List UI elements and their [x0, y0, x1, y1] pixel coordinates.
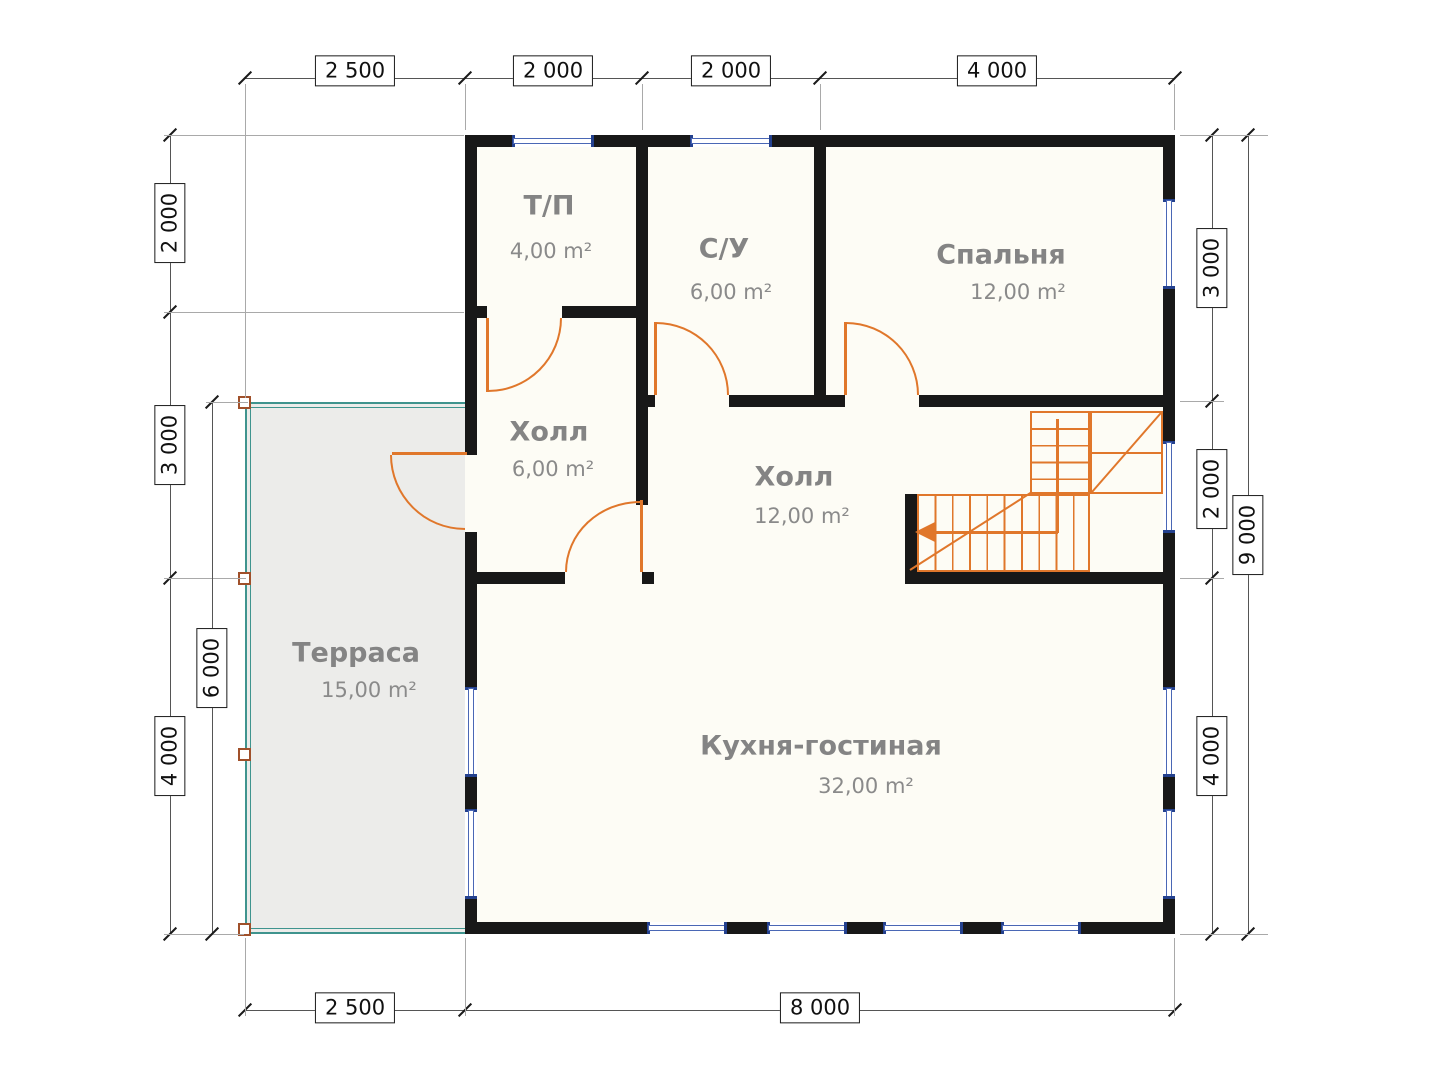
wall-stair-bottom: [905, 572, 1175, 584]
window: [1163, 199, 1175, 289]
dim-ext-line: [164, 934, 244, 935]
stair-direction-arrowhead: [915, 522, 935, 542]
window-pane: [468, 810, 474, 898]
window: [1001, 922, 1081, 934]
dim-ext-line: [206, 402, 248, 403]
window-pane: [768, 925, 846, 931]
terrace-post: [238, 923, 251, 936]
terrace-post: [238, 748, 251, 761]
window-pane: [691, 138, 771, 144]
window: [1163, 687, 1175, 777]
bedroom-door-leaf: [844, 322, 847, 395]
window-pane: [1166, 442, 1172, 532]
bedroom-door-opening: [845, 395, 919, 407]
wall-stair-left: [905, 494, 917, 584]
room-su-name: С/У: [698, 233, 750, 265]
dim-ext-line: [820, 84, 821, 130]
su-door-leaf: [654, 322, 657, 395]
window-pane: [1002, 925, 1080, 931]
window-pane: [1166, 810, 1172, 898]
dim-ext-line: [164, 312, 464, 313]
dim-line: [170, 135, 171, 934]
window: [1163, 809, 1175, 899]
wall-interior-vertical-left: [636, 135, 648, 505]
room-kitchen-area: 32,00 m²: [818, 774, 914, 798]
dim-ext-line: [1174, 938, 1175, 1016]
dim-label-top-2: 2 000: [690, 55, 772, 87]
tp-door-opening: [487, 306, 562, 318]
room-hall-large-area: 12,00 m²: [754, 504, 850, 528]
room-su-area: 6,00 m²: [689, 280, 773, 304]
room-tp-name: Т/П: [523, 190, 575, 222]
dim-label-bottom-1: 8 000: [779, 992, 861, 1024]
tp-door-leaf: [486, 318, 489, 392]
window-pane: [1166, 688, 1172, 776]
room-hall-small-name: Холл: [509, 416, 589, 448]
window: [465, 809, 477, 899]
dim-label-right-inner-2: 4 000: [1196, 715, 1228, 797]
room-hall-small-area: 6,00 m²: [511, 457, 595, 481]
su-door-opening: [655, 395, 729, 407]
room-bedroom-area: 12,00 m²: [970, 280, 1066, 304]
room-hall-large-name: Холл: [754, 461, 834, 493]
dim-ext-line: [1180, 135, 1268, 136]
dim-line: [1212, 135, 1213, 934]
window: [767, 922, 847, 934]
dim-ext-line: [245, 84, 246, 398]
window: [512, 135, 594, 147]
dim-label-left-1: 3 000: [154, 404, 186, 486]
dim-label-left-2: 4 000: [154, 715, 186, 797]
dim-ext-line: [465, 84, 466, 130]
entrance-door-leaf: [392, 452, 467, 455]
hall-door-leaf: [640, 500, 643, 572]
window: [647, 922, 727, 934]
dim-ext-line: [1180, 401, 1224, 402]
room-terrace-name: Терраса: [292, 637, 420, 669]
room-bedroom-name: Спальня: [936, 239, 1066, 271]
dim-ext-line: [465, 938, 466, 1016]
dim-ext-line: [164, 135, 464, 136]
window-pane: [884, 925, 962, 931]
hall-door-opening: [565, 572, 642, 584]
dim-ext-line: [1180, 578, 1224, 579]
dim-label-right-inner-1: 2 000: [1196, 448, 1228, 530]
window-pane: [1166, 200, 1172, 288]
dim-label-left-0: 2 000: [154, 182, 186, 264]
window-pane: [513, 138, 593, 144]
window: [883, 922, 963, 934]
dim-ext-line: [164, 578, 246, 579]
dim-ext-line: [245, 938, 246, 1016]
room-kitchen-name: Кухня-гостиная: [700, 730, 942, 762]
window: [690, 135, 772, 147]
stair-upper-flight: [1030, 411, 1090, 494]
dim-ext-line: [1174, 84, 1175, 130]
room-tp-area: 4,00 m²: [509, 239, 593, 263]
window-pane: [468, 688, 474, 776]
window: [1163, 441, 1175, 533]
dim-label-bottom-0: 2 500: [314, 992, 396, 1024]
dim-label-right-inner-0: 3 000: [1196, 227, 1228, 309]
dim-label-top-0: 2 500: [314, 55, 396, 87]
dim-label-top-3: 4 000: [956, 55, 1038, 87]
dim-label-top-1: 2 000: [512, 55, 594, 87]
window-pane: [648, 925, 726, 931]
dim-label-right-outer-0: 9 000: [1232, 494, 1264, 576]
dim-line: [245, 1010, 1175, 1011]
window: [465, 687, 477, 777]
stair-direction-line: [1056, 419, 1059, 533]
terrace-edge-line: [250, 407, 465, 929]
dim-ext-line: [1180, 934, 1268, 935]
room-terrace-area: 15,00 m²: [321, 678, 417, 702]
stair-direction-line: [933, 531, 1058, 534]
dim-label-left-inner-0: 6 000: [196, 627, 228, 709]
dim-ext-line: [642, 84, 643, 130]
wall-su-bedroom: [814, 135, 826, 407]
entrance-door-opening: [465, 455, 477, 532]
